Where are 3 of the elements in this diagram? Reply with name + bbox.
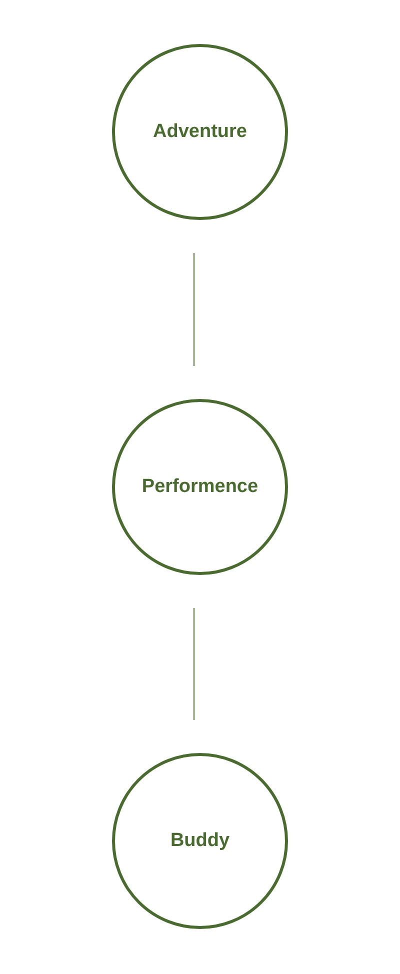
node-label: Performence <box>140 475 260 499</box>
node-label: Buddy <box>169 829 231 853</box>
node-label: Adventure <box>152 120 248 144</box>
